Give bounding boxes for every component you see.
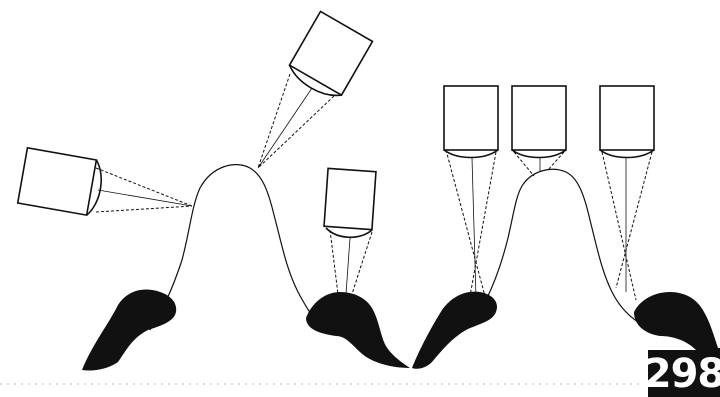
- camera-icon: [16, 146, 193, 217]
- camera-icon: [257, 10, 374, 169]
- left-root-blob-2: [306, 292, 410, 368]
- camera-icon: [323, 167, 377, 295]
- left-root-blob-1: [82, 289, 177, 371]
- right-tooth: [412, 168, 720, 372]
- right-tooth-profile: [485, 168, 639, 323]
- camera-icon: [443, 85, 499, 301]
- left-tooth-profile: [149, 164, 326, 331]
- page-number: 298: [643, 350, 720, 397]
- left-tooth: [82, 164, 410, 371]
- camera-icon: [511, 85, 567, 177]
- camera-icon: [599, 85, 655, 301]
- right-root-blob-1: [412, 291, 498, 369]
